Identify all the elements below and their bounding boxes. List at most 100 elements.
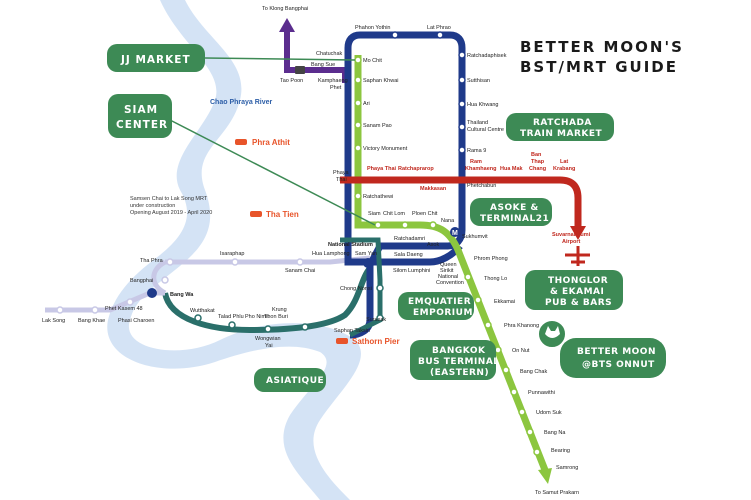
label-airport-2: Airport <box>562 239 581 245</box>
stn-qsncc-1: Queen <box>440 262 457 268</box>
label-airport-1: Suvarnabhumi <box>552 232 591 238</box>
map-title-line1: BETTER MOON'S <box>520 38 684 56</box>
stn-ratchadamri: Ratchadamri <box>394 236 425 242</box>
stn-qsncc-2: Sirikit <box>440 268 454 274</box>
stn-phetchaburi: Phetchaburi <box>467 183 496 189</box>
stn-asok: Asok <box>427 242 439 248</box>
map-title-line2: BST/MRT GUIDE <box>520 58 678 76</box>
stn-saphan-taksin: Saphan Taksin <box>334 328 370 334</box>
callout-thonglor-text-2: & EKAMAI <box>550 287 604 297</box>
stn-on-nut: On Nut <box>512 348 530 354</box>
stn-lak-song: Lak Song <box>42 318 65 324</box>
note-line-1: Samsen Chai to Lak Song MRT <box>130 196 208 202</box>
callout-siam-text-1: SIAM <box>124 104 158 116</box>
stn-ramkhamhaeng-2: Khamhaeng <box>465 166 496 172</box>
lavender-line-loop <box>151 259 167 296</box>
station-dots <box>56 31 541 456</box>
callout-bus-text-2: BUS TERMINAL <box>418 357 500 367</box>
airport-arrow <box>570 226 586 240</box>
note-line-2: under construction <box>130 203 175 209</box>
stn-ratchadaphisek: Ratchadaphisek <box>467 53 507 59</box>
callout-ratchada <box>506 113 614 141</box>
stn-sanam-pao: Sanam Pao <box>363 123 392 129</box>
stn-bang-wa: Bang Wa <box>170 292 194 298</box>
teal-line <box>162 266 373 334</box>
callout-thonglor <box>525 270 623 310</box>
stn-samrong: Samrong <box>556 465 578 471</box>
stn-krung-thon-1: Krung <box>272 307 287 313</box>
stn-victory: Victory Monument <box>363 146 408 152</box>
stn-tha-phra: Tha Phra <box>140 258 164 264</box>
stn-silom: Silom <box>393 268 407 274</box>
stn-sam-yan: Sam Yan <box>355 251 377 257</box>
callout-siam-center <box>108 94 172 138</box>
stn-siam: Siam <box>368 211 381 217</box>
stn-kamphaeng-2: Phet <box>330 85 342 91</box>
mrt-badge-bg-2 <box>147 288 157 298</box>
callout-ratchada-text-2: TRAIN MARKET <box>520 129 603 139</box>
mrt-badge: M <box>452 230 458 237</box>
callout-emquartier-text-2: EMPORIUM <box>413 308 473 318</box>
stn-ratchathewi: Ratchathewi <box>363 194 393 200</box>
callout-jj-market-text: JJ MARKET <box>120 54 191 66</box>
callout-thonglor-text-1: THONGLOR <box>548 276 608 286</box>
stn-bearing: Bearing <box>551 448 570 454</box>
bts-sukhumvit-arrow <box>538 468 552 484</box>
stn-chit-lom: Chit Lom <box>383 211 405 217</box>
stn-sutthisan: Sutthisan <box>467 78 490 84</box>
stn-phahon: Phahon Yothin <box>355 25 390 31</box>
pier-phra-athit: Phra Athit <box>235 138 290 147</box>
stn-ramkhamhaeng-1: Ram <box>470 159 482 165</box>
callout-jj-market <box>107 44 205 72</box>
stn-udom-suk: Udom Suk <box>536 410 562 416</box>
stn-ekkamai: Ekkamai <box>494 299 515 305</box>
stn-talad-phlu: Talad Phlu <box>218 314 244 320</box>
stn-hua-mak: Hua Mak <box>500 166 524 172</box>
stn-wutthakat: Wutthakat <box>190 308 215 314</box>
callout-emquartier-text-1: EMQUATIER <box>408 297 471 307</box>
callout-asiatique <box>254 368 326 392</box>
stn-rama9: Rama 9 <box>467 148 486 154</box>
stn-mo-chit: Mo Chit <box>363 58 382 64</box>
bang-sue-icon <box>295 66 305 74</box>
purple-line-arrow <box>279 18 295 32</box>
stn-tao-poon: Tao Poon <box>280 78 303 84</box>
callout-better-moon-text-1: BETTER MOON <box>577 347 656 357</box>
stn-bang-khae: Bang Khae <box>78 318 105 324</box>
stn-bang-sue: Bang Sue <box>311 62 335 68</box>
callout-thonglor-text-3: PUB & BARS <box>545 298 612 308</box>
stn-lat-krabang-1: Lat <box>560 159 568 165</box>
stn-pho-nimit: Pho Nimit <box>245 314 269 320</box>
stn-phra-khanong: Phra Khanong <box>504 323 539 329</box>
callout-asoke <box>470 198 552 226</box>
stn-ban-thap-chang-3: Chang <box>529 166 546 172</box>
stn-ban-thap-chang-2: Thap <box>531 159 545 165</box>
stn-huai-khwang: Hua Khwang <box>467 102 499 108</box>
stn-arl-ratchaprarop: Ratchaprarop <box>398 166 434 172</box>
stn-national-stadium: National Stadium <box>328 242 373 248</box>
callout-asoke-text-2: TERMINAL21 <box>480 214 549 224</box>
label-pier-phra-athit: Phra Athit <box>252 138 290 147</box>
note-line-3: Opening August 2019 - April 2020 <box>130 210 212 216</box>
stn-itsaraphap: Isaraphap <box>220 251 244 257</box>
airport-rail-link <box>340 176 582 230</box>
stn-phaya-thai-1: Phaya <box>333 170 350 176</box>
mrt-badge-bg-3 <box>363 258 373 268</box>
label-pier-tha-tien: Tha Tien <box>266 210 299 219</box>
stn-ban-thap-chang-1: Ban <box>531 152 542 158</box>
stn-sala-daeng: Sala Daeng <box>394 252 423 258</box>
airplane-icon <box>565 246 590 266</box>
stn-qsncc-4: Convention <box>436 280 464 286</box>
stn-lat-krabang-2: Krabang <box>553 166 575 172</box>
callout-better-moon-text-2: @BTS ONNUT <box>582 360 655 370</box>
callout-asoke-text-1: ASOKE & <box>490 203 539 213</box>
siam-center-pointer <box>169 119 376 226</box>
label-pier-sathorn: Sathorn Pier <box>352 337 400 346</box>
mrt-badge-bg <box>450 227 460 237</box>
mrt-blue-loop-west <box>344 31 463 266</box>
stn-krung-thon-2: Thon Buri <box>264 314 288 320</box>
stn-ploen-chit: Ploen Chit <box>412 211 438 217</box>
stn-nana: Nana <box>441 218 455 224</box>
stn-arl-phaya-thai: Phaya Thai <box>367 166 397 172</box>
stn-phaya-thai-2: Thai <box>336 177 347 183</box>
